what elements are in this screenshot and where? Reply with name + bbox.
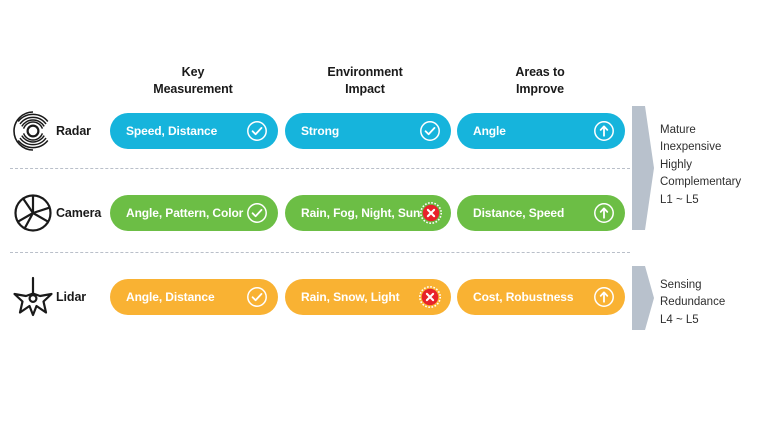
pill-label: Angle, Pattern, Color [126,206,244,220]
column-header-environment-impact: Environment Impact [275,64,455,97]
column-header-areas-to-improve: Areas to Improve [450,64,630,97]
row-radar: Radar Speed, Distance Strong Angle [0,108,768,154]
chevron-right-shape [632,266,654,330]
pill-label: Speed, Distance [126,124,218,138]
pill-label: Rain, Snow, Light [301,290,400,304]
pill-camera-key-measurement[interactable]: Angle, Pattern, Color [110,195,278,231]
note-line: Mature [660,124,696,136]
note-line: L4 ~ L5 [660,313,699,326]
arrow-up-icon [593,286,615,308]
row-camera: Camera Angle, Pattern, Color Rain, Fog, … [0,190,768,236]
row-lidar: Lidar Angle, Distance Rain, Snow, Light [0,274,768,320]
column-header-line1: Areas to [515,65,565,79]
pill-label: Angle, Distance [126,290,215,304]
pill-radar-environment-impact[interactable]: Strong [285,113,451,149]
lidar-icon [10,274,56,320]
note-line: Highly Complementary [660,158,742,189]
pill-label: Distance, Speed [473,206,565,220]
note-line: L1 ~ L5 [660,193,699,206]
row-divider [10,168,630,169]
cross-icon [420,202,443,224]
chevron-right-shape [632,106,654,230]
check-icon [419,120,441,142]
column-header-line2: Improve [516,81,564,96]
column-header-key-measurement: Key Measurement [103,64,283,97]
pill-lidar-environment-impact[interactable]: Rain, Snow, Light [285,279,451,315]
pill-camera-areas-to-improve[interactable]: Distance, Speed [457,195,625,231]
check-icon [246,202,268,224]
column-header-line1: Environment [327,65,403,79]
arrow-up-icon [593,120,615,142]
pill-radar-key-measurement[interactable]: Speed, Distance [110,113,278,149]
pill-radar-areas-to-improve[interactable]: Angle [457,113,625,149]
pill-label: Strong [301,124,340,138]
note-line: Inexpensive [660,141,722,154]
sensor-label-radar: Radar [56,124,91,138]
sensor-label-camera: Camera [56,206,102,220]
row-divider [10,252,630,253]
pill-camera-environment-impact[interactable]: Rain, Fog, Night, Sun [285,195,451,231]
check-icon [246,286,268,308]
check-icon [246,120,268,142]
sensor-label-lidar: Lidar [56,290,87,304]
pill-label: Rain, Fog, Night, Sun [301,206,421,220]
pill-lidar-areas-to-improve[interactable]: Cost, Robustness [457,279,625,315]
note-line: Sensing Redundance [660,279,726,309]
aperture-icon [10,190,56,236]
pill-label: Cost, Robustness [473,290,574,304]
note-lidar-summary: Sensing Redundance L4 ~ L5 [660,277,768,329]
cross-icon [419,286,441,308]
pill-lidar-key-measurement[interactable]: Angle, Distance [110,279,278,315]
radar-icon [10,108,56,154]
arrow-up-icon [593,202,615,224]
column-header-line2: Impact [345,81,385,96]
column-header-line1: Key [181,65,205,79]
note-radar-summary: Mature Inexpensive Highly Complementary … [660,122,768,209]
column-header-line2: Measurement [153,81,233,96]
pill-label: Angle [473,124,506,138]
